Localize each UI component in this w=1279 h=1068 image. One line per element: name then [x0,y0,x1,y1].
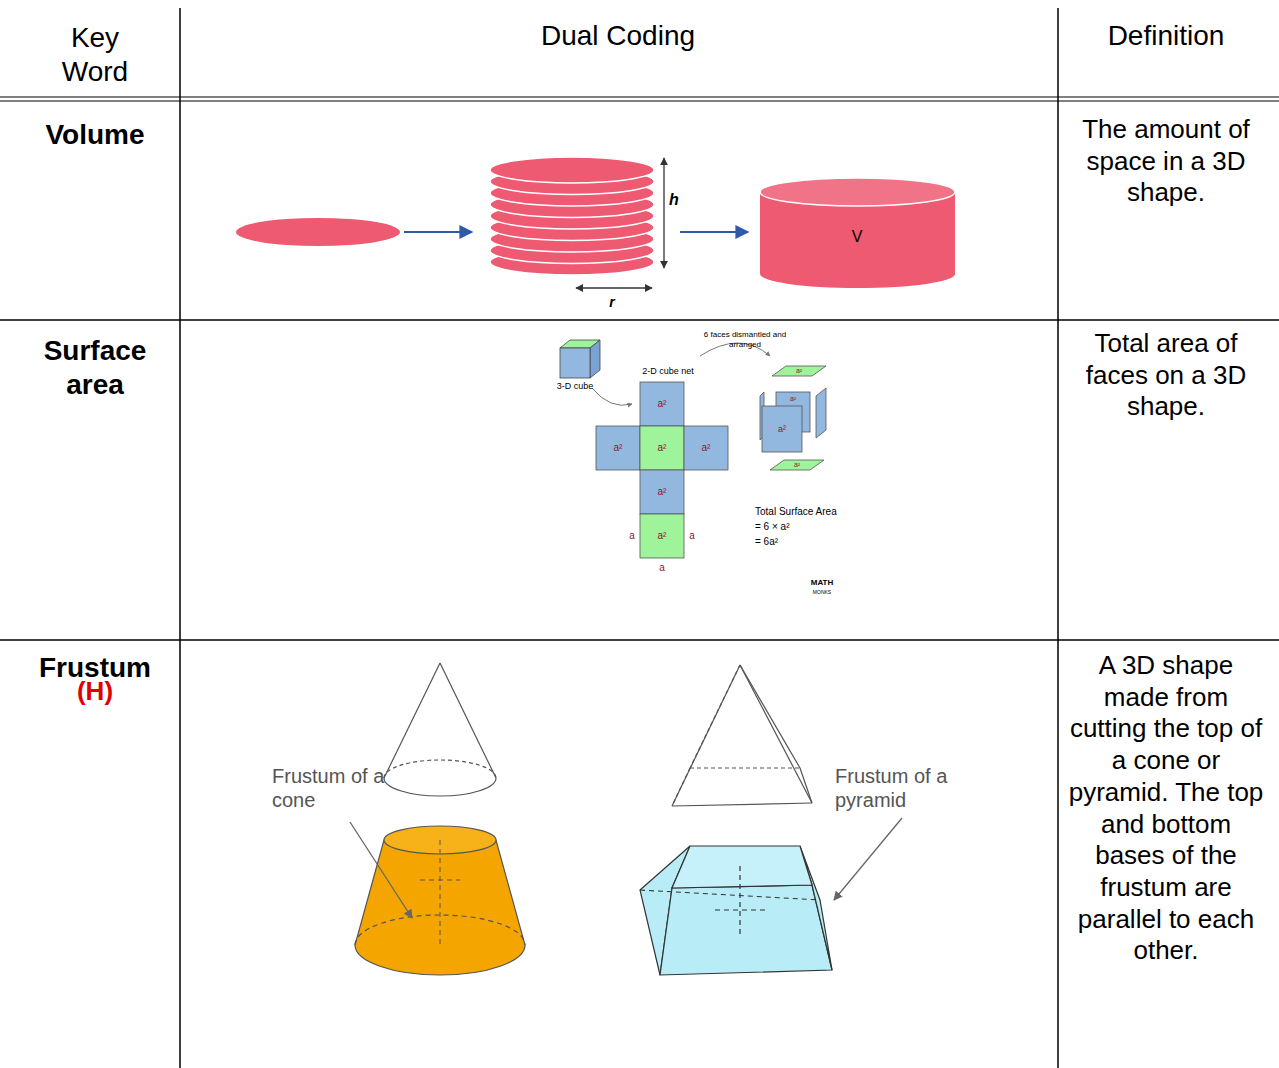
figure-label: 3-D cube [557,381,594,392]
face-area: a² [790,395,796,404]
dimension-label: h [669,190,679,210]
removed-pyramid [672,665,812,806]
pyramid-frustum-illustration [640,665,902,975]
figure-label: 6 faces dismantled and arranged [700,330,790,350]
key-word: Volume [45,118,144,152]
curved-arrow [592,388,632,405]
disc-layer [490,157,654,183]
face-area: a² [796,367,802,376]
edge-length: a [689,530,695,542]
definition-text: Total area of faces on a 3D shape. [1064,328,1269,423]
figure-label: Frustum of a pyramid [835,764,975,813]
edge-length: a [629,530,635,542]
pyramid-frustum [640,846,832,975]
face-area: a² [778,424,786,435]
height-arrow [663,158,664,268]
watermark: MATH [811,578,834,588]
formula-text: Total Surface Area [755,506,837,518]
disc-stack [490,157,654,275]
face-area: a² [658,442,667,454]
cube-net [596,382,728,558]
definition-text: A 3D shape made from cutting the top of … [1069,650,1264,967]
key-word: Surface area [20,334,170,402]
dimension-label: r [609,294,614,311]
leader-arrow [350,822,412,918]
face-area: a² [702,442,711,454]
face-area: a² [614,442,623,454]
single-disc [236,218,400,246]
header-cell: Dual Coding [541,19,695,53]
cube-net-illustration [560,340,826,558]
small-cube [560,340,600,378]
face-area: a² [658,530,667,542]
leader-arrow [834,818,902,900]
removed-cone [384,663,496,796]
face-area: a² [658,486,667,498]
volume-illustration [236,157,955,288]
header-cell: Key Word [45,21,145,89]
watermark: MONKS [813,589,831,595]
cone-frustum [355,826,525,975]
header-cell: Definition [1108,19,1225,53]
process-arrow [680,231,748,233]
formula-text: = 6 × a² [755,521,789,533]
formula-text: = 6a² [755,536,778,548]
definition-text: The amount of space in a 3D shape. [1064,114,1269,209]
edge-length: a [659,562,665,574]
face-area: a² [658,398,667,410]
figure-label: 2-D cube net [642,366,694,377]
exploded-cube [760,366,826,470]
volume-label: V [852,227,863,247]
face-area: a² [794,461,800,470]
higher-tier-tag: (H) [77,676,113,708]
cylinder [760,178,955,288]
figure-label: Frustum of a cone [272,764,402,813]
process-arrow [404,231,472,233]
radius-arrow [576,287,652,288]
table-grid [0,8,1279,1068]
cone-frustum-illustration [350,663,525,975]
